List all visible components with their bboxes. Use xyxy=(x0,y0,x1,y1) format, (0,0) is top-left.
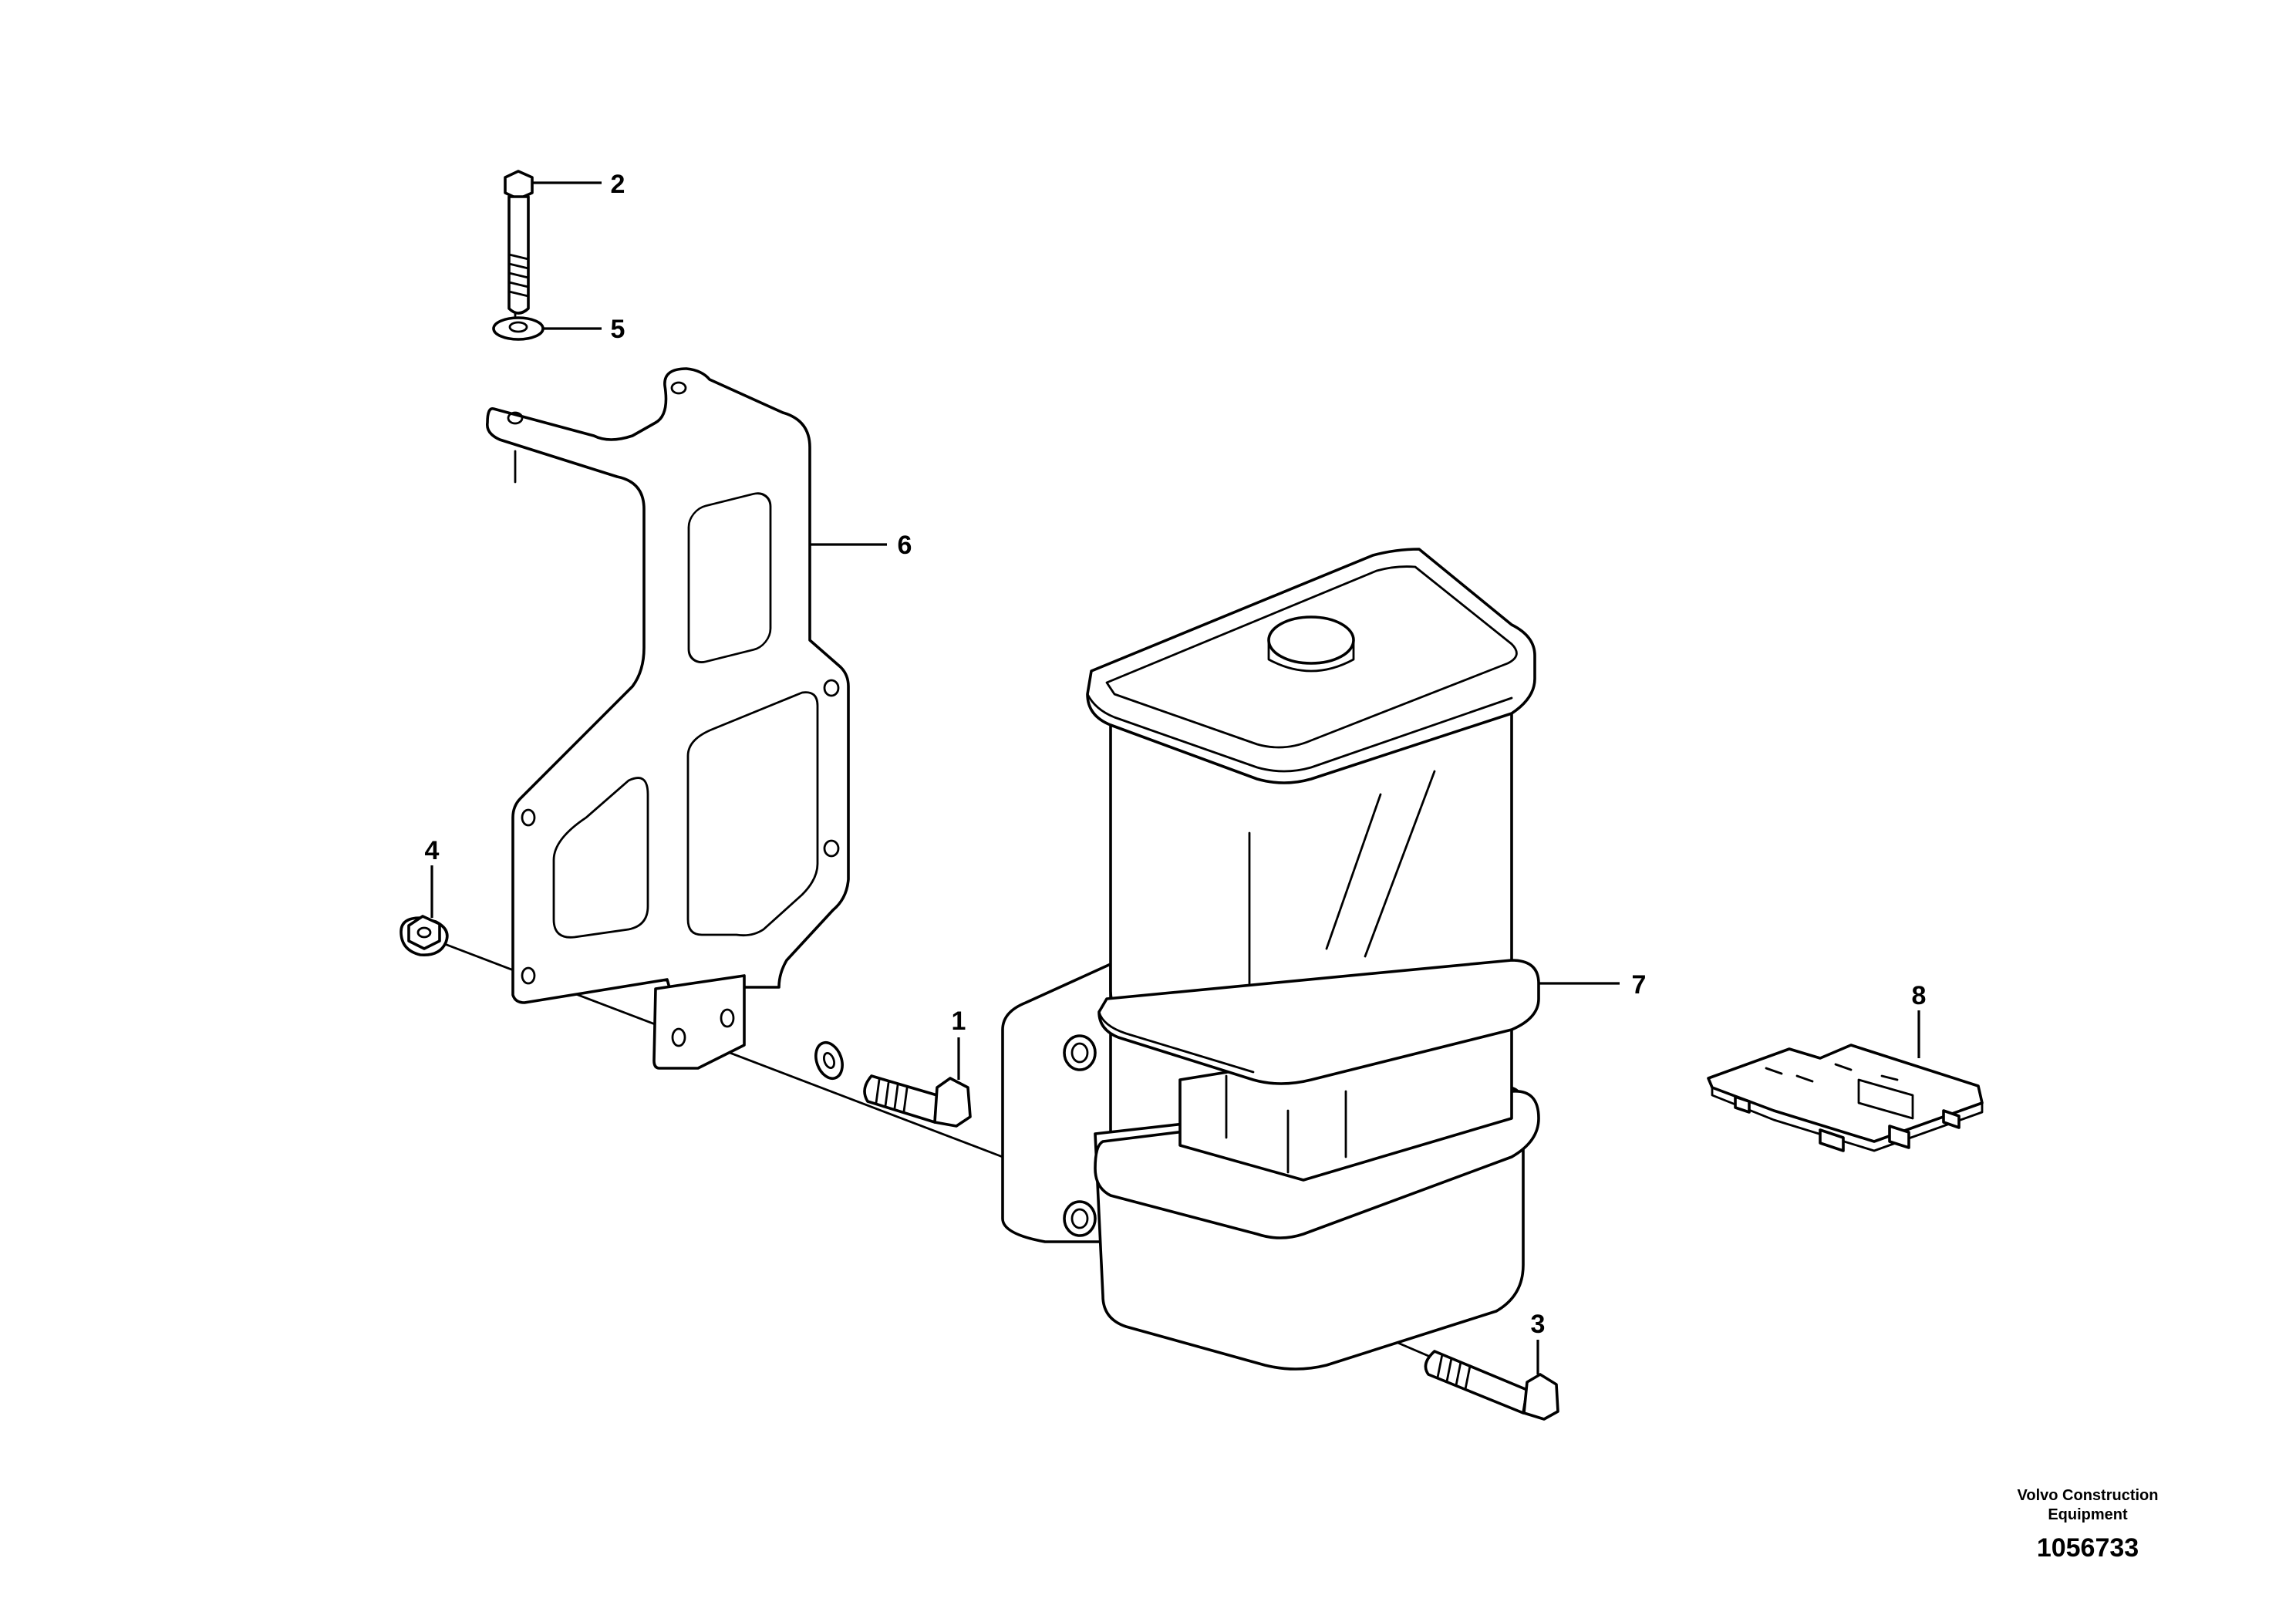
brand-line-2: Equipment xyxy=(2048,1506,2128,1523)
callout-8: 8 xyxy=(1912,981,1927,1010)
callout-5: 5 xyxy=(611,315,625,344)
callout-2: 2 xyxy=(611,170,625,199)
mounting-bracket xyxy=(486,367,850,1070)
drawing-number: 1056733 xyxy=(2037,1533,2139,1563)
callout-4: 4 xyxy=(425,836,440,865)
circuit-board xyxy=(1707,1044,1984,1152)
leader-lines xyxy=(430,181,1920,1374)
drawing-footer: Volvo Construction Equipment 1056733 xyxy=(2018,1487,2159,1563)
callout-3: 3 xyxy=(1531,1310,1546,1339)
bolt-top xyxy=(504,170,534,315)
brand-line-1: Volvo Construction xyxy=(2018,1487,2159,1504)
flange-nut xyxy=(400,915,449,956)
callout-6: 6 xyxy=(898,531,912,560)
bolt-middle xyxy=(814,1040,972,1128)
callout-1: 1 xyxy=(952,1007,966,1036)
callout-7: 7 xyxy=(1632,970,1647,1000)
washer-top xyxy=(492,316,544,341)
bolt-bottom xyxy=(1424,1350,1559,1421)
control-unit xyxy=(1001,548,1540,1371)
callout-labels: 1 2 3 4 5 6 7 8 xyxy=(425,170,1927,1339)
